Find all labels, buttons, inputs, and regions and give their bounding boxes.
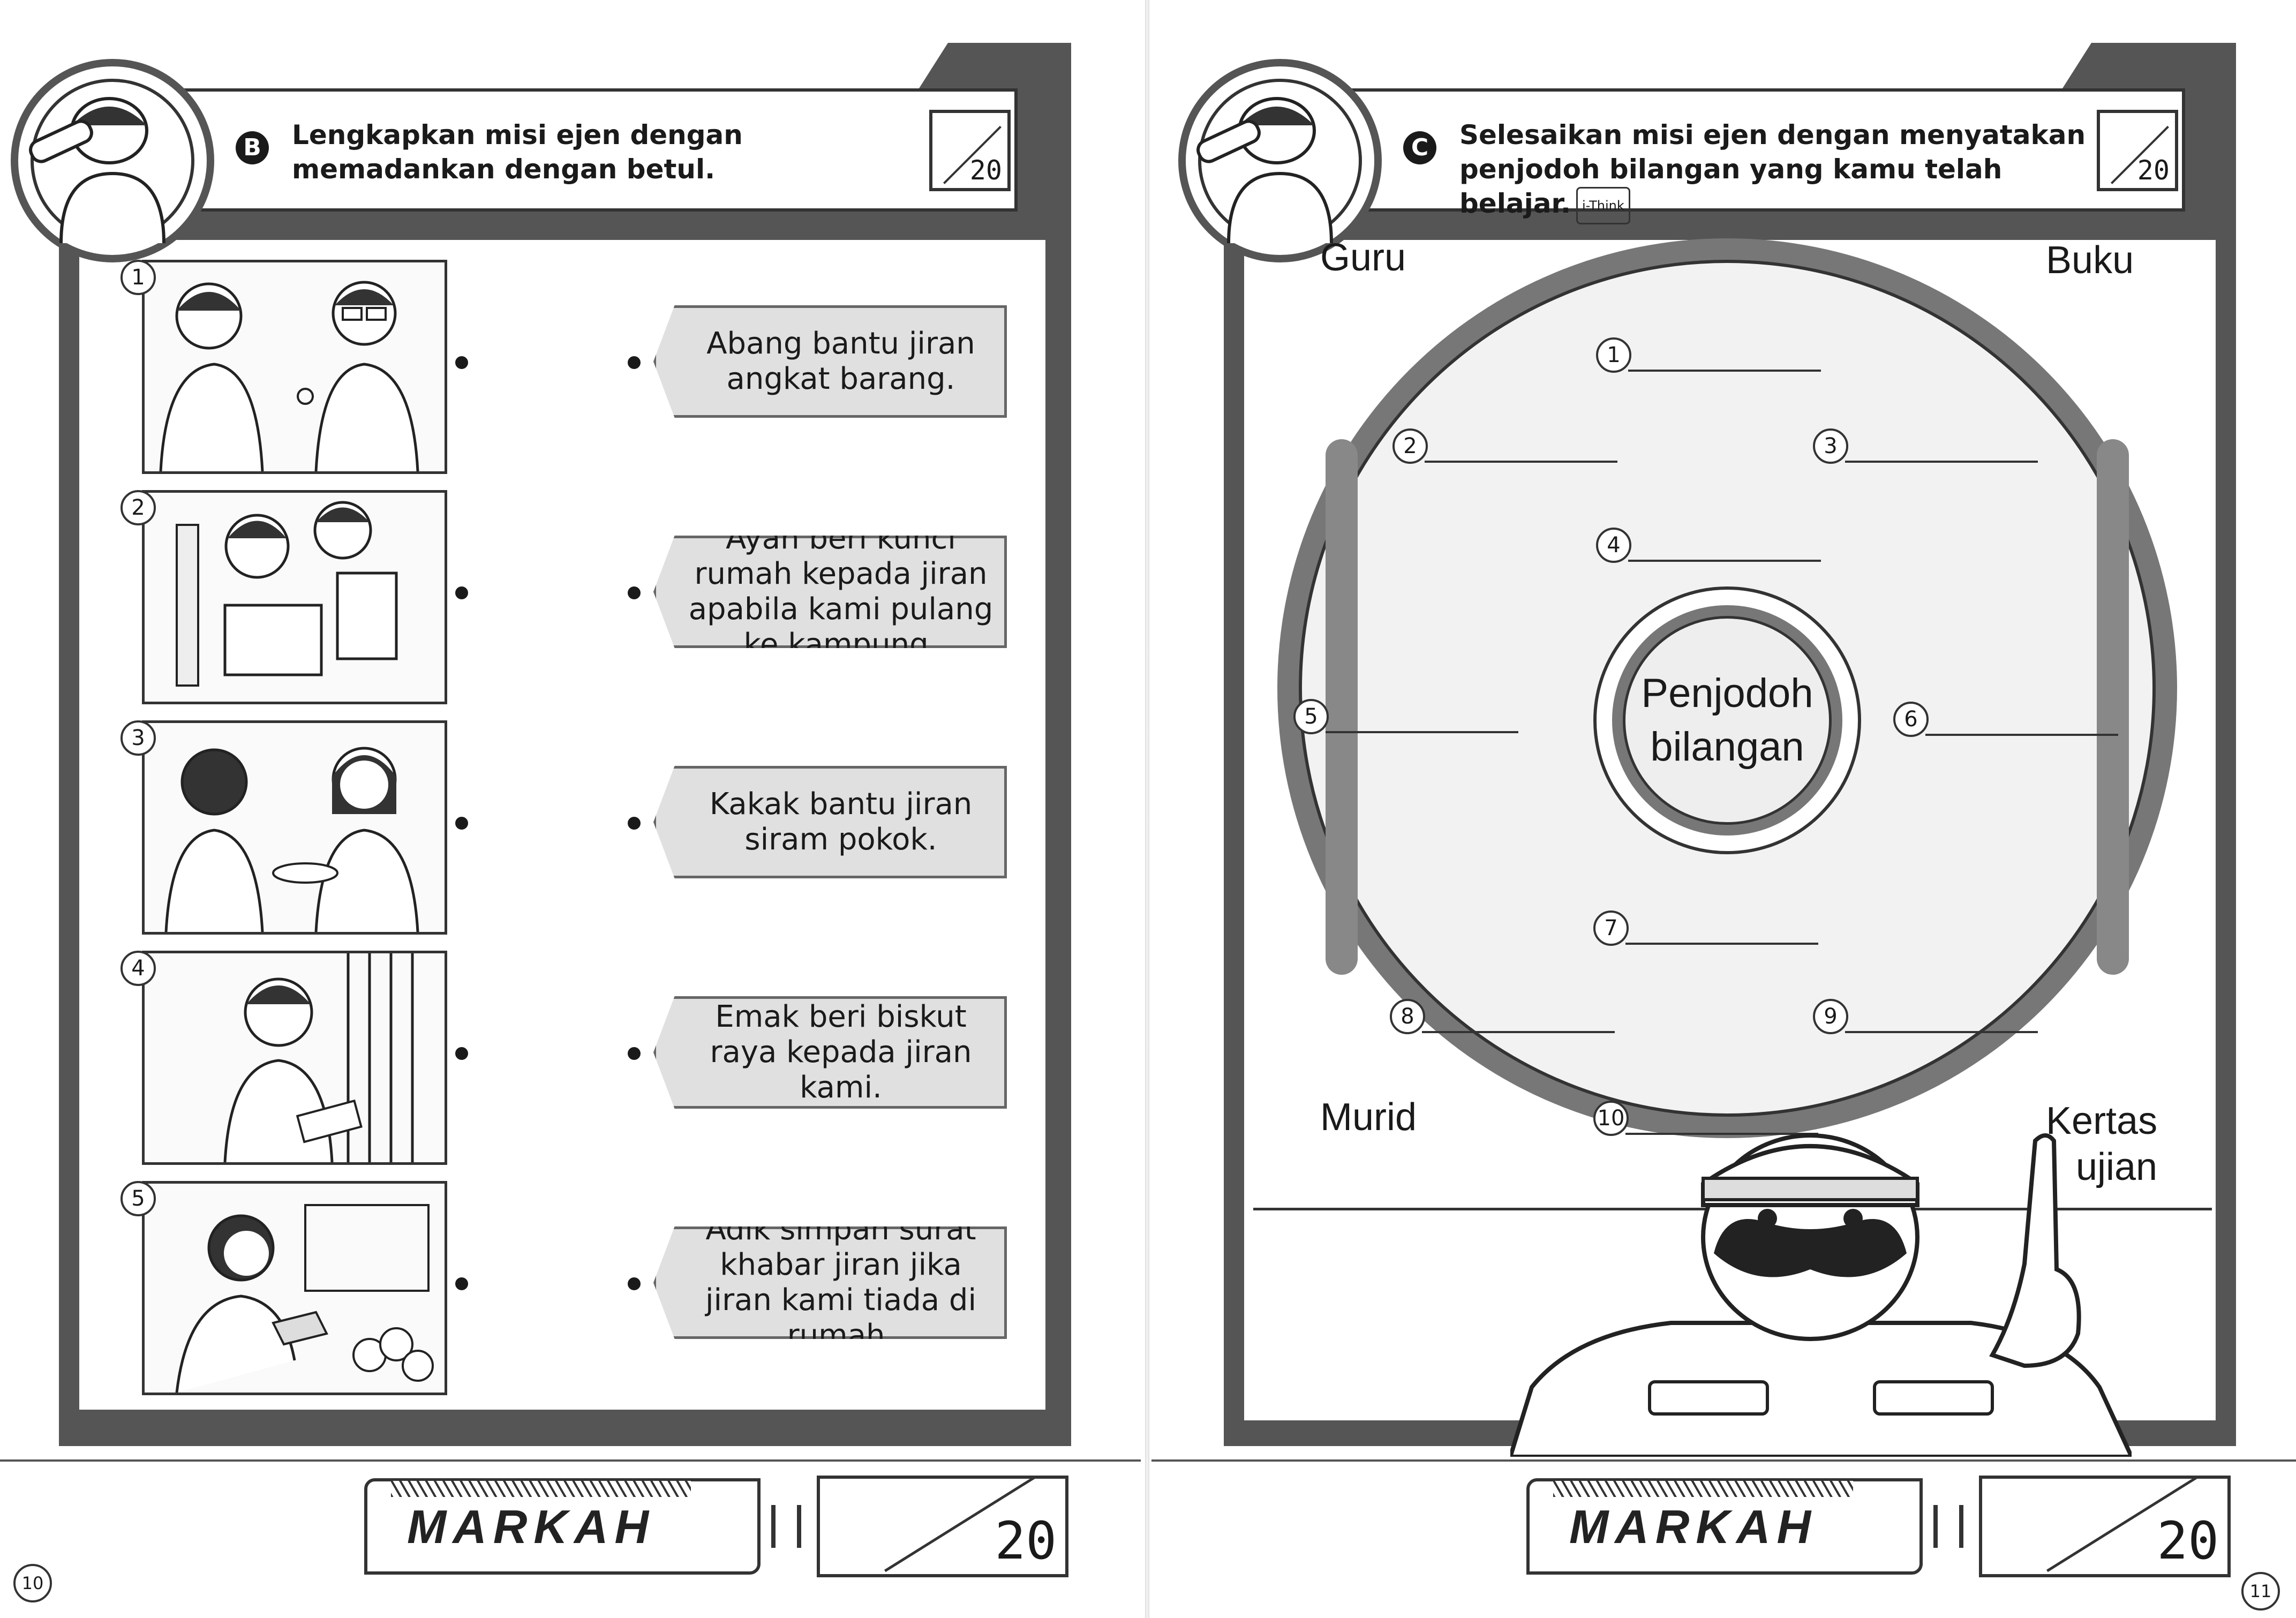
item-number-1: 1 <box>121 260 156 295</box>
answer-dot-3[interactable] <box>628 817 641 830</box>
item-number-2: 2 <box>121 490 156 525</box>
right-page-number: 11 <box>2241 1572 2280 1611</box>
left-markah-hatch <box>391 1481 691 1497</box>
picture-2 <box>142 490 447 704</box>
left-markah-label: MARKAH <box>407 1500 656 1553</box>
answer-dot-2[interactable] <box>628 586 641 599</box>
section-b-badge: B <box>236 131 269 164</box>
right-instruction: Selesaikan misi ejen dengan menyatakan p… <box>1459 118 2102 224</box>
answer-dot-4[interactable] <box>628 1047 641 1060</box>
label-kertas: Kertas <box>2046 1100 2158 1142</box>
blank-line-4[interactable] <box>1628 560 1821 562</box>
answer-box-3: Kakak bantu jiran siram pokok. <box>653 766 1007 878</box>
blank-number-2: 2 <box>1392 428 1428 464</box>
answer-dot-5[interactable] <box>628 1277 641 1290</box>
agent-emblem-right-icon <box>1178 59 1382 262</box>
center-label-line-1: Penjodoh <box>1641 671 1813 716</box>
right-instruction-line-2: penjodoh bilangan yang kamu telah belaja… <box>1459 154 2003 219</box>
left-bottom-divider <box>0 1459 1141 1462</box>
label-guru: Guru <box>1320 236 1406 279</box>
blank-number-7: 7 <box>1593 910 1629 946</box>
right-instruction-line-2-wrap: penjodoh bilangan yang kamu telah belaja… <box>1459 152 2102 224</box>
answer-dot-1[interactable] <box>628 356 641 369</box>
label-buku: Buku <box>2046 239 2134 282</box>
answer-box-2: Ayah beri kunci rumah kepada jiran apabi… <box>653 536 1007 648</box>
item-number-5: 5 <box>121 1181 156 1216</box>
book-spine <box>1145 0 1149 1618</box>
right-score-box: 20 <box>2097 110 2178 191</box>
picture-1 <box>142 260 447 474</box>
left-instruction: Lengkapkan misi ejen dengan memadankan d… <box>292 119 743 185</box>
blank-line-3[interactable] <box>1845 461 2038 463</box>
blank-number-5: 5 <box>1293 699 1329 734</box>
blank-line-7[interactable] <box>1625 943 1818 945</box>
item-number-3: 3 <box>121 720 156 756</box>
blank-line-2[interactable] <box>1425 461 1617 463</box>
disc-band-right <box>2097 439 2129 975</box>
picture-4 <box>142 951 447 1165</box>
blank-number-3: 3 <box>1813 428 1848 464</box>
blank-line-6[interactable] <box>1925 734 2118 736</box>
answer-box-1: Abang bantu jiran angkat barang. <box>653 305 1007 418</box>
blank-line-10[interactable] <box>1625 1133 1818 1135</box>
left-score-total: 20 <box>969 155 1002 186</box>
label-ujian: ujian <box>2075 1146 2158 1188</box>
blank-line-5[interactable] <box>1326 731 1518 733</box>
left-score-box: 20 <box>929 110 1011 191</box>
left-markah-total: 20 <box>995 1511 1057 1571</box>
answer-box-4: Emak beri biskut raya kepada jiran kami. <box>653 996 1007 1109</box>
right-markah-bars <box>1933 1505 1963 1548</box>
right-markah-label: MARKAH <box>1569 1500 1818 1553</box>
left-markah-bars <box>771 1505 801 1548</box>
picture-5 <box>142 1181 447 1395</box>
left-markah-score-box: 20 <box>817 1476 1068 1577</box>
section-c-badge: C <box>1403 131 1436 164</box>
picture-dot-3[interactable] <box>455 817 468 830</box>
disc-band-left <box>1326 439 1358 975</box>
blank-number-8: 8 <box>1390 999 1425 1034</box>
left-page-number: 10 <box>13 1564 52 1602</box>
picture-3 <box>142 720 447 935</box>
picture-dot-1[interactable] <box>455 356 468 369</box>
picture-dot-2[interactable] <box>455 586 468 599</box>
blank-number-10: 10 <box>1593 1101 1629 1136</box>
right-markah-total: 20 <box>2157 1511 2219 1571</box>
blank-number-4: 4 <box>1596 528 1631 563</box>
right-markah-hatch <box>1553 1481 1853 1497</box>
agent-emblem-icon <box>11 59 214 262</box>
picture-dot-4[interactable] <box>455 1047 468 1060</box>
item-number-4: 4 <box>121 951 156 986</box>
ithink-tag: i-Think <box>1576 186 1630 224</box>
right-markah-score-box: 20 <box>1979 1476 2231 1577</box>
right-instruction-line-1: Selesaikan misi ejen dengan menyatakan <box>1459 119 2086 150</box>
answer-box-5: Adik simpan surat khabar jiran jika jira… <box>653 1226 1007 1339</box>
blank-line-1[interactable] <box>1628 370 1821 372</box>
label-kertas-ujian: Kertas ujian <box>2046 1098 2157 1190</box>
blank-number-6: 6 <box>1893 702 1929 737</box>
center-inner: Penjodoh bilangan <box>1623 616 1832 825</box>
picture-dot-5[interactable] <box>455 1277 468 1290</box>
blank-number-9: 9 <box>1813 999 1848 1034</box>
right-score-total: 20 <box>2137 155 2170 186</box>
agent-character-icon <box>1507 1130 2135 1459</box>
blank-line-9[interactable] <box>1845 1031 2038 1033</box>
left-header <box>182 88 1018 212</box>
right-bottom-divider <box>1151 1459 2296 1462</box>
label-murid: Murid <box>1320 1096 1417 1139</box>
blank-line-8[interactable] <box>1422 1031 1615 1033</box>
center-label-line-2: bilangan <box>1650 724 1804 770</box>
blank-number-1: 1 <box>1596 337 1631 373</box>
